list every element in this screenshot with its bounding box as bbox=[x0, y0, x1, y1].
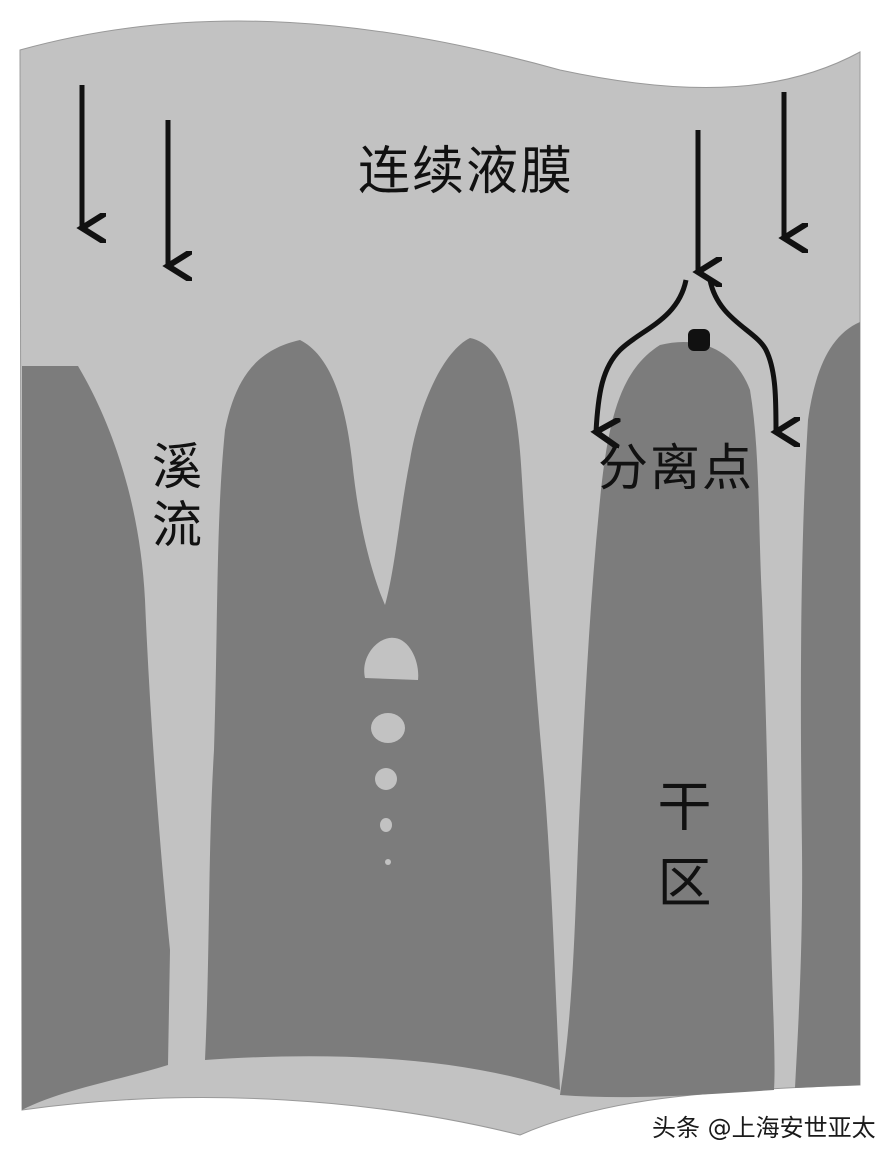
separation-point-marker bbox=[688, 329, 710, 351]
diverge-arrow-right bbox=[707, 279, 776, 432]
film-droplet bbox=[364, 637, 419, 680]
film-droplet bbox=[380, 818, 392, 832]
rivulet-label: 溪流 bbox=[144, 440, 202, 556]
film-droplet bbox=[385, 859, 391, 865]
dry-zone-right bbox=[560, 342, 775, 1098]
film-droplet bbox=[375, 768, 397, 790]
dry-area-label: 干区 bbox=[648, 778, 711, 930]
dry-zone-left bbox=[22, 366, 170, 1110]
continuous-film-label: 连续液膜 bbox=[358, 142, 575, 202]
film-droplet bbox=[371, 713, 405, 743]
watermark: 头条 @上海安世亚太 bbox=[652, 1114, 876, 1142]
dry-zone-edge bbox=[795, 322, 860, 1088]
diverge-arrow-left bbox=[596, 279, 689, 432]
separation-point-label: 分离点 bbox=[598, 439, 754, 497]
